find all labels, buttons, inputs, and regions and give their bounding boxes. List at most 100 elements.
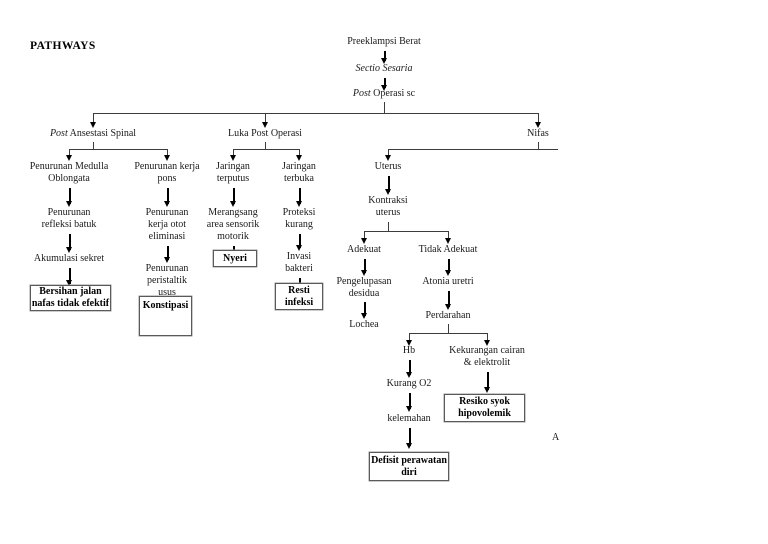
edge-bus-tidak-adekuat <box>448 231 449 240</box>
node-proteksi-kurang: Proteksi kurang <box>282 207 316 230</box>
arrowhead-akumulasi-sekret <box>65 247 72 253</box>
edge-post-anestesi-to-bus <box>93 142 94 150</box>
arrowhead-penurunan-refleksi <box>65 201 72 207</box>
arrowhead-kelemahan <box>405 406 412 412</box>
node-penurunan-peristaltik-usus: Penurunan peristaltik usus <box>145 263 189 298</box>
arrowhead-penurunan-peristaltik <box>163 257 170 263</box>
edge-nifas-to-bus <box>538 142 539 150</box>
edge-pengelupasan-lochea <box>364 302 366 316</box>
outcome-box-nyeri: Nyeri <box>213 250 257 267</box>
arrowhead-nifas <box>534 122 541 128</box>
edge-kurang-o2-kelemahan <box>409 393 411 409</box>
edge-adekuat-pengelupasan <box>364 259 366 273</box>
edge-kekurangan-resiko-syok <box>487 372 489 390</box>
node-penurunan-kerja-pons: Penurunan kerja pons <box>134 161 200 184</box>
arrowhead-kekurangan-cairan <box>483 340 490 346</box>
node-merangsang-area-sensorik-motorik: Merangsang area sensorik motorik <box>206 207 260 242</box>
arrowhead-invasi-bakteri <box>295 245 302 251</box>
arrowhead-hb <box>405 340 412 346</box>
edge-akumulasi-bersihan <box>69 268 71 284</box>
arrowhead-kontraksi-uterus <box>384 189 391 195</box>
arrowhead-adekuat <box>360 238 367 244</box>
edge-bus-jaringan-terbuka <box>299 149 300 157</box>
edge-kerja-otot-peristaltik <box>167 246 169 260</box>
arrowhead-resiko-syok <box>483 387 490 393</box>
edge-perdarahan-to-bus <box>448 324 449 334</box>
edge-kontraksi-to-bus <box>388 222 389 232</box>
edge-hb-kurang-o2 <box>409 360 411 375</box>
arrowhead-jaringan-terputus <box>229 155 236 161</box>
arrowhead-penurunan-kerja-otot <box>163 201 170 207</box>
arrowhead-bersihan-jalan-nafas <box>65 280 72 286</box>
node-post-operasi-prefix: Post <box>352 88 371 99</box>
edge-bus-post-anestesi <box>93 113 94 125</box>
page-title: PATHWAYS <box>30 40 96 52</box>
node-preeklampsi-berat: Preeklampsi Berat <box>347 36 421 47</box>
node-tidak-adekuat: Tidak Adekuat <box>418 244 478 255</box>
outcome-box-konstipasi: Konstipasi <box>139 296 192 336</box>
node-penurunan-medulla-oblongata: Penurunan Medulla Oblongata <box>29 161 109 184</box>
arrowhead-atonia-uretri <box>444 270 451 276</box>
node-akumulasi-sekret: Akumulasi sekret <box>33 253 105 264</box>
edge-bus-uterus <box>388 149 389 157</box>
node-nifas: Nifas <box>527 128 549 139</box>
node-atonia-uretri: Atonia uretri <box>422 276 474 287</box>
node-perdarahan: Perdarahan <box>425 310 471 321</box>
arrowhead-penurunan-medulla <box>65 155 72 161</box>
edge-bus-penurunan-medulla <box>69 149 70 157</box>
edge-proteksi-invasi <box>299 234 301 248</box>
outcome-box-defisit-perawatan-diri: Defisit perawatan diri <box>369 452 449 481</box>
edge-terputus-merangsang <box>233 188 235 204</box>
edge-bus-nifas <box>538 113 539 125</box>
edge-bus-jaringan-terputus <box>233 149 234 157</box>
node-post-operasi-suffix: Operasi sc <box>370 88 416 99</box>
node-jaringan-terputus: Jaringan terputus <box>216 161 250 184</box>
edge-pons-kerja-otot <box>167 188 169 204</box>
bus-luka-post-operasi <box>233 149 299 150</box>
bus-post-anestesi <box>69 149 167 150</box>
edge-preeklampsi-sectio <box>384 51 386 61</box>
edge-refleksi-akumulasi <box>69 234 71 250</box>
edge-sectio-postoperasi <box>384 78 386 88</box>
bus-main-branch <box>93 113 539 114</box>
node-post-ansestasi-prefix: Post <box>49 128 68 139</box>
node-sectio-sesaria: Sectio Sesaria <box>355 63 413 74</box>
edge-bus-hb <box>409 333 410 342</box>
node-invasi-bakteri: Invasi bakteri <box>285 251 313 274</box>
node-hb: Hb <box>402 345 416 356</box>
arrowhead-tidak-adekuat <box>444 238 451 244</box>
arrowhead-kurang-o2 <box>405 372 412 378</box>
arrowhead-defisit-perawatan <box>405 443 412 449</box>
node-post-ansestasi-spinal: Post Ansestasi Spinal <box>30 128 156 140</box>
bus-perdarahan <box>409 333 487 334</box>
arrowhead-post-anestesi <box>89 122 96 128</box>
edge-bus-kekurangan-cairan <box>487 333 488 342</box>
arrowhead-jaringan-terbuka <box>295 155 302 161</box>
bus-kontraksi-uterus <box>364 231 448 232</box>
outcome-box-resti-infeksi: Resti infeksi <box>275 283 323 310</box>
node-post-ansestasi-suffix: Ansestasi Spinal <box>67 128 137 139</box>
arrowhead-luka-post-operasi <box>261 122 268 128</box>
outcome-box-resiko-syok-hipovolemik: Resiko syok hipovolemik <box>444 394 525 422</box>
edge-postoperasi-to-bus <box>384 102 385 114</box>
edge-uterus-kontraksi <box>388 176 390 192</box>
arrowhead-perdarahan <box>444 304 451 310</box>
node-pengelupasan-desidua: Pengelupasan desidua <box>336 276 392 299</box>
page-marker-a: A <box>552 432 560 443</box>
node-kelemahan: kelemahan <box>387 413 431 424</box>
edge-tidak-adekuat-atonia <box>448 259 450 273</box>
arrowhead-penurunan-kerja-pons <box>163 155 170 161</box>
edge-bus-penurunan-kerja-pons <box>167 149 168 157</box>
edge-bus-adekuat <box>364 231 365 240</box>
node-kontraksi-uterus: Kontraksi uterus <box>368 195 408 218</box>
arrowhead-proteksi-kurang <box>295 201 302 207</box>
arrowhead-pengelupasan-desidua <box>360 270 367 276</box>
outcome-box-bersihan-jalan-nafas: Bersihan jalan nafas tidak efektif <box>30 285 111 311</box>
node-luka-post-operasi: Luka Post Operasi <box>228 128 302 139</box>
arrowhead-merangsang-area <box>229 201 236 207</box>
node-jaringan-terbuka: Jaringan terbuka <box>282 161 316 184</box>
node-kurang-o2: Kurang O2 <box>386 378 432 389</box>
edge-medulla-refleksi <box>69 188 71 204</box>
arrowhead-post-operasi <box>380 85 387 91</box>
arrowhead-uterus <box>384 155 391 161</box>
